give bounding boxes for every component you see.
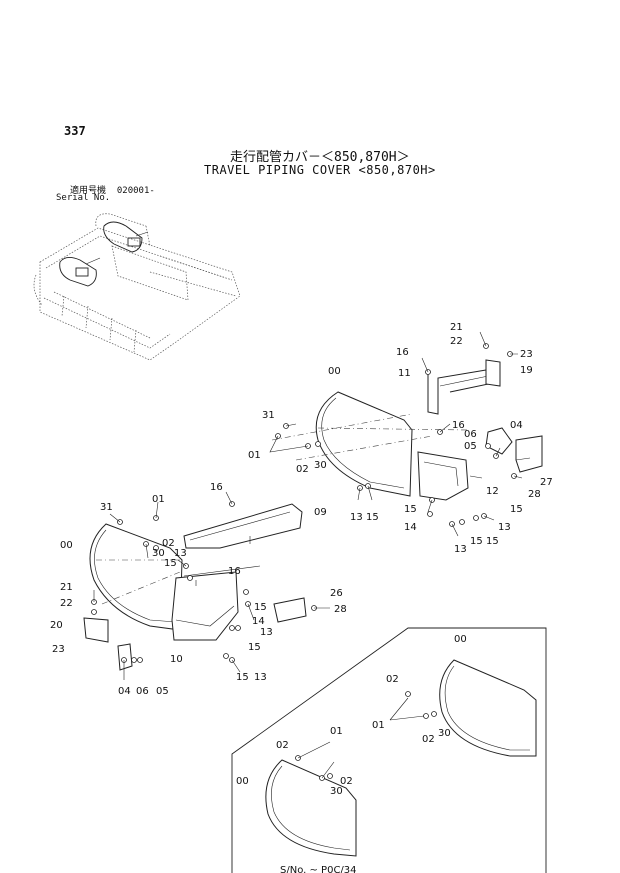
callout-16: 16: [452, 420, 465, 431]
callout-04: 04: [510, 420, 523, 431]
callout-28: 28: [334, 604, 347, 615]
serial-label-en: Serial No.: [56, 193, 111, 203]
callout-14: 14: [252, 616, 265, 627]
callout-30: 30: [438, 728, 451, 739]
pipe-bracket-upper: [417, 359, 543, 501]
page-number: 337: [64, 124, 86, 138]
callout-30: 30: [330, 786, 343, 797]
cover-left: [89, 523, 183, 631]
overview-cover-rear: [103, 221, 143, 253]
overview-bracket-front: [75, 267, 89, 277]
callout-13: 13: [350, 512, 363, 523]
callout-22: 22: [60, 598, 73, 609]
callout-15: 15: [404, 504, 417, 515]
cover-long-09: [183, 503, 303, 549]
hardware-upper: [269, 331, 523, 537]
callout-21: 21: [60, 582, 73, 593]
callout-15: 15: [470, 536, 483, 547]
callout-31: 31: [262, 410, 275, 421]
callout-26: 26: [330, 588, 343, 599]
callout-30: 30: [314, 460, 327, 471]
callouts-left: 16 01 31 09 00 02 30 13 15 16 21 26 22 1…: [50, 482, 347, 697]
callout-11: 11: [398, 368, 411, 379]
callout-27: 27: [540, 477, 553, 488]
callout-02: 02: [162, 538, 175, 549]
callout-15: 15: [248, 642, 261, 653]
serial-label-jp: 適用号機 020001-: [70, 183, 155, 196]
callout-15: 15: [366, 512, 379, 523]
callout-00: 00: [236, 776, 249, 787]
callout-00: 00: [454, 634, 467, 645]
callout-12: 12: [486, 486, 499, 497]
callout-02: 02: [276, 740, 289, 751]
callout-15: 15: [254, 602, 267, 613]
callout-05: 05: [464, 441, 477, 452]
inset-cover-upper: [389, 659, 537, 757]
serial-value: 020001-: [116, 186, 155, 196]
callout-22: 22: [450, 336, 463, 347]
callout-15: 15: [486, 536, 499, 547]
callout-15: 15: [164, 558, 177, 569]
footer-fragment: S/No. ~ P0C/34: [280, 865, 357, 873]
callout-02: 02: [296, 464, 309, 475]
overview-bracket-rear: [127, 237, 141, 247]
callout-21: 21: [450, 322, 463, 333]
callouts-upper-right: 21 22 23 16 00 11 19 31 16 04 06 05 01 0…: [248, 322, 553, 555]
callout-01: 01: [372, 720, 385, 731]
callout-01: 01: [152, 494, 165, 505]
callout-01: 01: [248, 450, 261, 461]
callout-30: 30: [152, 548, 165, 559]
callout-13: 13: [454, 544, 467, 555]
cover-upper-right: [271, 391, 469, 497]
callout-16: 16: [210, 482, 223, 493]
callout-09: 09: [314, 507, 327, 518]
machine-overview-illustration: [33, 213, 241, 361]
title-english: TRAVEL PIPING COVER <850,870H>: [204, 163, 436, 177]
callout-02: 02: [340, 776, 353, 787]
callout-02: 02: [386, 674, 399, 685]
callout-16: 16: [396, 347, 409, 358]
title-japanese: 走行配管カバ－＜850,870H＞: [230, 150, 410, 165]
inset-frame: [231, 627, 547, 873]
callout-31: 31: [100, 502, 113, 513]
callout-20: 20: [50, 620, 63, 631]
callout-14: 14: [404, 522, 417, 533]
callout-23: 23: [52, 644, 65, 655]
callout-02: 02: [422, 734, 435, 745]
overview-cover-front: [59, 257, 97, 287]
callout-10: 10: [170, 654, 183, 665]
callout-19: 19: [520, 365, 533, 376]
inset-cover-lower: [265, 741, 357, 857]
callout-04: 04: [118, 686, 131, 697]
hardware-left: [91, 491, 330, 680]
callouts-inset: 00 02 01 02 30 01 02 00 02 30 S/No. ~ P0…: [236, 634, 467, 873]
callout-01: 01: [330, 726, 343, 737]
callout-13: 13: [174, 548, 187, 559]
callout-15: 15: [510, 504, 523, 515]
callout-13: 13: [498, 522, 511, 533]
callout-16: 16: [228, 566, 241, 577]
callout-13: 13: [260, 627, 273, 638]
callout-06: 06: [464, 429, 477, 440]
callout-15: 15: [236, 672, 249, 683]
callout-28: 28: [528, 489, 541, 500]
callout-05: 05: [156, 686, 169, 697]
callout-00: 00: [328, 366, 341, 377]
serial-label-jp-text: 適用号機: [70, 186, 107, 196]
callout-06: 06: [136, 686, 149, 697]
callout-13: 13: [254, 672, 267, 683]
callout-00: 00: [60, 540, 73, 551]
bracket-10: [83, 565, 307, 671]
callout-23: 23: [520, 349, 533, 360]
